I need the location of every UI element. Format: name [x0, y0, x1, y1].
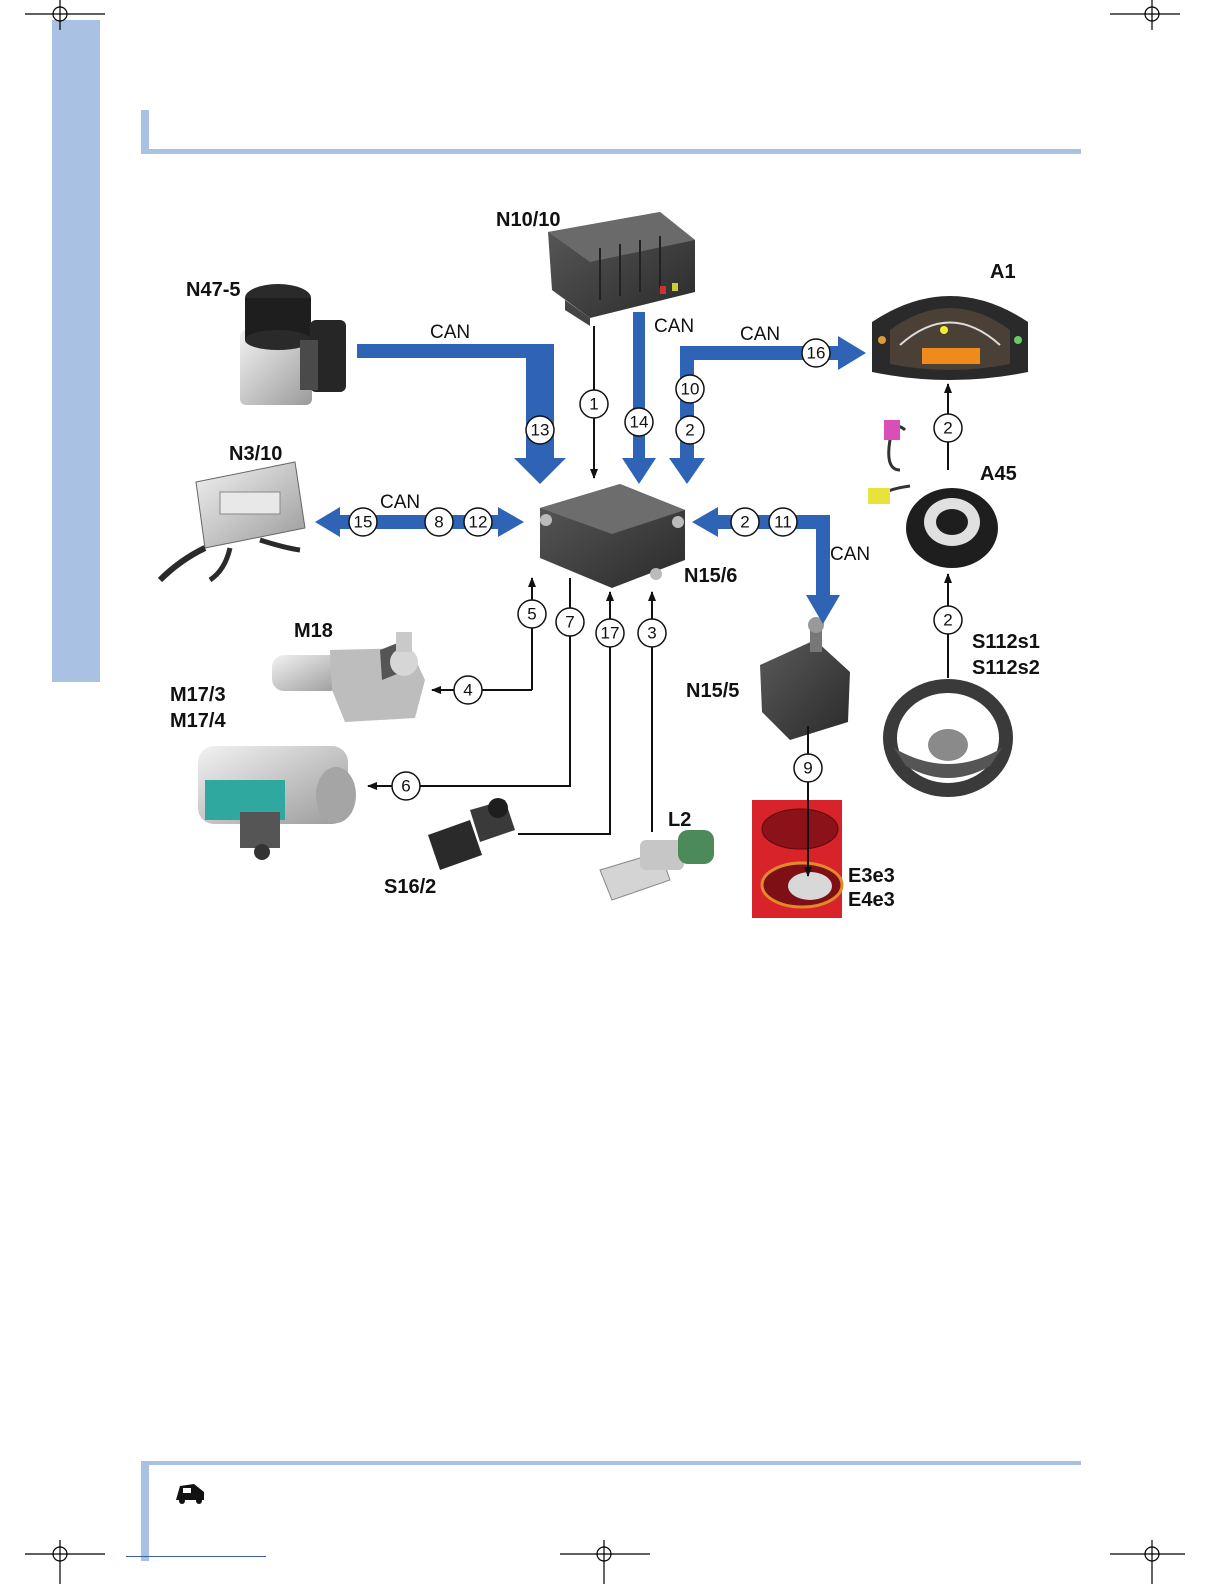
svg-text:2: 2 [943, 611, 952, 630]
svg-text:7: 7 [565, 613, 574, 632]
signal-marker-7: 7 [556, 608, 584, 636]
l2-speed-sensor-image [600, 830, 714, 900]
signal-marker-2-to-n15-6: 2 [676, 416, 704, 444]
n10-10-module-image [548, 212, 695, 326]
n47-5-abs-unit-image [240, 284, 346, 405]
can-label-n3-10: CAN [380, 492, 420, 513]
label-m17-3: M17/3 [170, 684, 226, 706]
can-label-n15-5: CAN [830, 544, 870, 565]
label-n15-6: N15/6 [684, 565, 737, 587]
label-s112s1: S112s1 [972, 631, 1040, 653]
n15-6-transmission-control-unit-image [540, 484, 685, 588]
signal-marker-1: 1 [580, 390, 608, 418]
a45-clock-spring-image [868, 420, 998, 568]
label-a1: A1 [990, 261, 1016, 283]
signal-marker-5: 5 [518, 600, 546, 628]
svg-text:2: 2 [740, 513, 749, 532]
signal-marker-2-a45: 2 [934, 414, 962, 442]
svg-text:5: 5 [527, 605, 536, 624]
can-arrow-n15-6-to-a1 [669, 336, 866, 484]
svg-text:1: 1 [589, 395, 598, 414]
can-arrow-n47-to-n15-6 [357, 344, 566, 484]
signal-lines [368, 326, 948, 876]
svg-text:14: 14 [630, 413, 649, 432]
svg-text:8: 8 [434, 513, 443, 532]
svg-text:4: 4 [463, 681, 472, 700]
label-a45: A45 [980, 463, 1017, 485]
label-m17-4: M17/4 [170, 710, 226, 732]
signal-marker-6: 6 [392, 772, 420, 800]
svg-text:9: 9 [803, 759, 812, 778]
can-label-a1: CAN [740, 324, 780, 345]
label-n47-5: N47-5 [186, 279, 240, 301]
label-n10-10: N10/10 [496, 209, 561, 231]
label-m18: M18 [294, 620, 333, 642]
signal-marker-9: 9 [794, 754, 822, 782]
svg-text:3: 3 [647, 624, 656, 643]
svg-text:6: 6 [401, 777, 410, 796]
svg-text:16: 16 [807, 344, 826, 363]
registration-mark-bottom-right [1110, 1540, 1185, 1584]
n15-5-gear-selector-image [760, 617, 850, 740]
signal-marker-8: 8 [425, 508, 453, 536]
signal-marker-4: 4 [454, 676, 482, 704]
svg-text:11: 11 [774, 513, 792, 532]
label-n15-5: N15/5 [686, 680, 739, 702]
signal-marker-13: 13 [526, 416, 554, 444]
signal-marker-15: 15 [349, 508, 377, 536]
svg-text:2: 2 [943, 419, 952, 438]
signal-marker-12: 12 [464, 508, 492, 536]
signal-marker-2-from-n15-5: 2 [731, 508, 759, 536]
svg-text:2: 2 [685, 421, 694, 440]
signal-marker-3: 3 [638, 619, 666, 647]
registration-mark-top-right [1110, 0, 1180, 30]
signal-marker-17: 17 [596, 619, 624, 647]
signal-marker-14: 14 [625, 408, 653, 436]
registration-mark-bottom-center [560, 1540, 650, 1584]
signal-marker-10: 10 [676, 375, 704, 403]
s16-2-sensor-image [428, 798, 515, 870]
svg-text:10: 10 [681, 380, 700, 399]
can-label-n10: CAN [654, 316, 694, 337]
a1-instrument-cluster-image [872, 296, 1028, 380]
svg-text:12: 12 [469, 513, 488, 532]
svg-text:13: 13 [531, 421, 550, 440]
label-n3-10: N3/10 [229, 443, 282, 465]
signal-marker-16: 16 [802, 339, 830, 367]
can-label-n47: CAN [430, 322, 470, 343]
svg-text:15: 15 [354, 513, 373, 532]
label-l2: L2 [668, 809, 691, 831]
signal-marker-11: 11 [769, 508, 797, 536]
label-s16-2: S16/2 [384, 876, 436, 898]
steering-wheel-image [890, 686, 1006, 790]
tail-lamp-image [752, 800, 842, 918]
car-icon [176, 1484, 204, 1504]
label-s112s2: S112s2 [972, 657, 1040, 679]
m17-clutch-actuator-image [198, 746, 356, 860]
svg-text:17: 17 [601, 624, 620, 643]
can-arrow-n10-to-n15-6 [622, 312, 656, 484]
registration-mark-bottom-left [25, 1540, 105, 1584]
registration-mark-top-left [25, 0, 105, 30]
m18-actuator-image [272, 632, 425, 722]
label-e3e3: E3e3 [848, 865, 895, 887]
label-e4e3: E4e3 [848, 889, 895, 911]
signal-marker-2-steering: 2 [934, 606, 962, 634]
n3-10-control-unit-image [160, 462, 305, 580]
